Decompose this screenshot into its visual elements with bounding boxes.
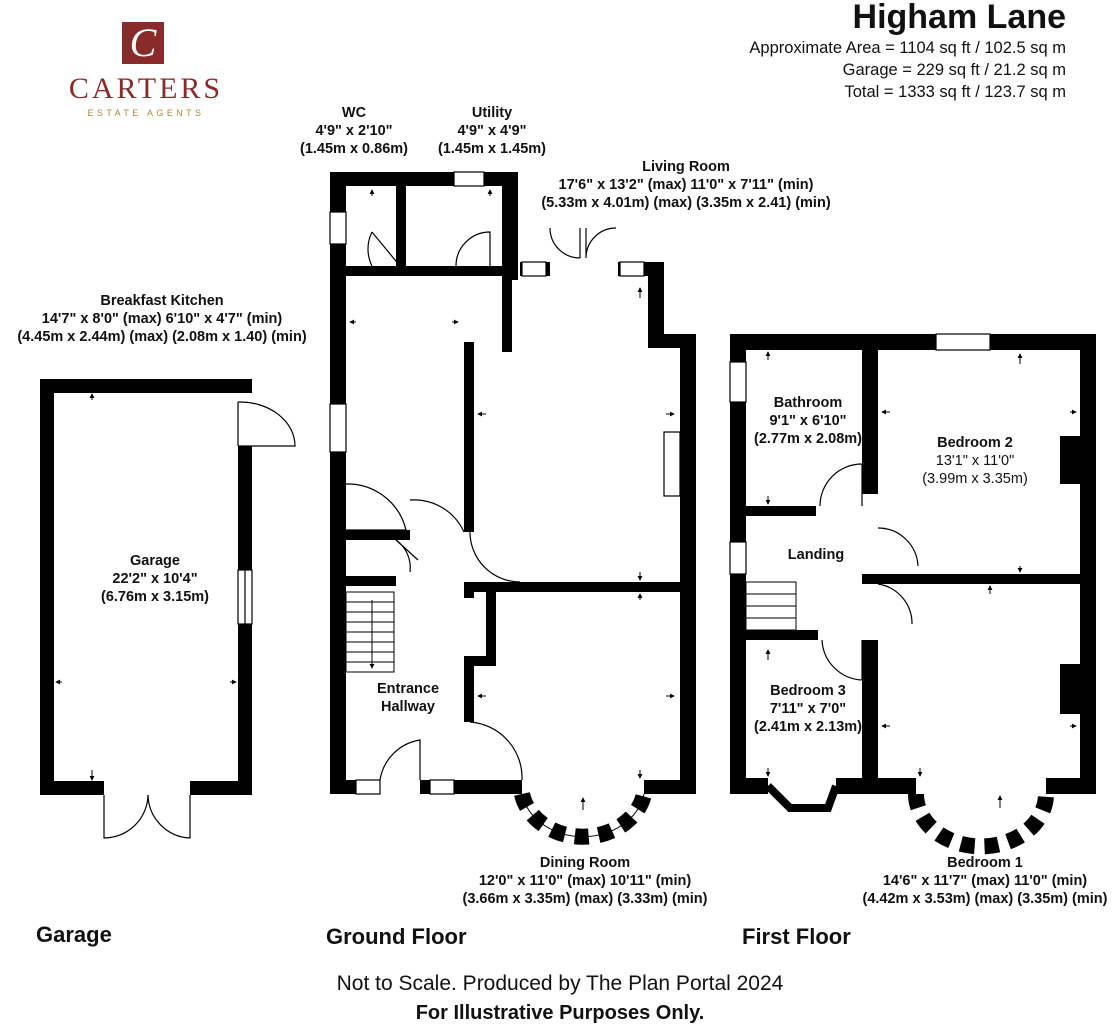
room-imperial: 9'1" x 6'10" bbox=[769, 413, 847, 429]
property-title: Higham Lane bbox=[852, 0, 1066, 36]
room-metric: (5.33m x 4.01m) (max) (3.35m x 2.41) (mi… bbox=[541, 195, 831, 211]
room-label-bathroom: Bathroom 9'1" x 6'10" (2.77m x 2.08m) bbox=[746, 394, 870, 448]
dimension-arrows bbox=[55, 189, 1077, 810]
floor-title-ground: Ground Floor bbox=[326, 924, 467, 949]
floor-title-first: First Floor bbox=[742, 924, 851, 949]
room-name: Garage bbox=[130, 553, 180, 569]
first-floor-openings bbox=[729, 333, 1054, 855]
room-label-kitchen: Breakfast Kitchen 14'7" x 8'0" (max) 6'1… bbox=[0, 292, 324, 346]
room-imperial: 4'9" x 4'9" bbox=[457, 123, 527, 139]
ground-floor-stairs bbox=[345, 591, 395, 673]
room-imperial: 4'9" x 2'10" bbox=[315, 123, 393, 139]
room-name: Entrance bbox=[376, 681, 440, 697]
logo-tagline: ESTATE AGENTS bbox=[87, 108, 205, 118]
room-metric: (1.45m x 1.45m) bbox=[437, 141, 546, 157]
room-label-utility: Utility 4'9" x 4'9" (1.45m x 1.45m) bbox=[422, 104, 562, 158]
logo-name: CARTERS bbox=[68, 72, 224, 105]
room-name: WC bbox=[341, 105, 367, 121]
room-imperial: 13'1" x 11'0" bbox=[935, 453, 1015, 469]
footer-disclaimer: For Illustrative Purposes Only. bbox=[415, 1002, 705, 1024]
first-floor-stairs bbox=[745, 581, 797, 631]
room-metric: (4.42m x 3.53m) (max) (3.35m) (min) bbox=[862, 891, 1108, 907]
room-imperial: 17'6" x 13'2" (max) 11'0" x 7'11" (min) bbox=[558, 177, 814, 193]
room-metric: (4.45m x 2.44m) (max) (2.08m x 1.40) (mi… bbox=[17, 329, 307, 345]
room-name: Bedroom 2 bbox=[937, 435, 1013, 451]
room-name: Bedroom 1 bbox=[947, 855, 1023, 871]
ground-floor-openings bbox=[329, 171, 681, 795]
area-line-3: Total = 1333 sq ft / 123.7 sq m bbox=[844, 83, 1066, 101]
room-name: Breakfast Kitchen bbox=[100, 293, 224, 309]
dining-bay-window bbox=[514, 791, 652, 845]
room-label-wc: WC 4'9" x 2'10" (1.45m x 0.86m) bbox=[284, 104, 424, 158]
room-imperial: 14'6" x 11'7" (max) 11'0" (min) bbox=[882, 873, 1088, 889]
room-imperial: 12'0" x 11'0" (max) 10'11" (min) bbox=[478, 873, 692, 889]
room-label-bedroom3: Bedroom 3 7'11" x 7'0" (2.41m x 2.13m) bbox=[746, 682, 870, 736]
room-name: Bathroom bbox=[773, 395, 843, 411]
room-metric: (3.66m x 3.35m) (max) (3.33m) (min) bbox=[462, 891, 708, 907]
room-name: Living Room bbox=[642, 159, 730, 175]
room-label-dining: Dining Room 12'0" x 11'0" (max) 10'11" (… bbox=[430, 854, 740, 908]
room-imperial: 14'7" x 8'0" (max) 6'10" x 4'7" (min) bbox=[41, 311, 283, 327]
room-metric: (6.76m x 3.15m) bbox=[100, 589, 209, 605]
room-imperial: 7'11" x 7'0" bbox=[769, 701, 847, 717]
garage-openings bbox=[103, 401, 296, 839]
room-metric: (2.77m x 2.08m) bbox=[753, 431, 862, 447]
room-label-bedroom2: Bedroom 2 13'1" x 11'0" (3.99m x 3.35m) bbox=[880, 434, 1070, 488]
room-name: Utility bbox=[471, 105, 513, 121]
floor-title-garage: Garage bbox=[36, 922, 112, 947]
room-name: Hallway bbox=[381, 699, 435, 715]
room-metric: (2.41m x 2.13m) bbox=[753, 719, 862, 735]
room-label-hallway: Entrance Hallway bbox=[360, 680, 456, 716]
room-name: Dining Room bbox=[539, 855, 631, 871]
room-label-bedroom1: Bedroom 1 14'6" x 11'7" (max) 11'0" (min… bbox=[850, 854, 1120, 908]
carters-logo: C CARTERS ESTATE AGENTS bbox=[66, 22, 226, 122]
room-name: Landing bbox=[787, 547, 845, 563]
room-label-landing: Landing bbox=[770, 546, 862, 564]
room-imperial: 22'2" x 10'4" bbox=[112, 571, 198, 587]
footer-note: Not to Scale. Produced by The Plan Porta… bbox=[336, 972, 784, 995]
logo-mark: C bbox=[122, 22, 164, 64]
room-metric: (3.99m x 3.35m) bbox=[922, 471, 1028, 487]
area-line-1: Approximate Area = 1104 sq ft / 102.5 sq… bbox=[749, 39, 1066, 57]
room-label-living: Living Room 17'6" x 13'2" (max) 11'0" x … bbox=[508, 158, 864, 212]
garage-walls bbox=[40, 379, 252, 795]
room-name: Bedroom 3 bbox=[770, 683, 846, 699]
room-metric: (1.45m x 0.86m) bbox=[299, 141, 408, 157]
room-label-garage: Garage 22'2" x 10'4" (6.76m x 3.15m) bbox=[70, 552, 240, 606]
area-line-2: Garage = 229 sq ft / 21.2 sq m bbox=[842, 61, 1066, 79]
